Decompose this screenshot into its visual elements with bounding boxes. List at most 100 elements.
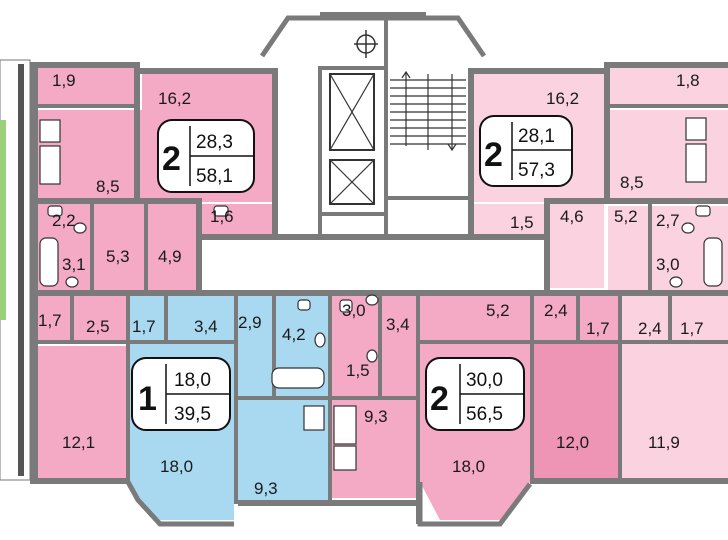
wall: [530, 290, 534, 484]
stove: [303, 405, 325, 431]
room-area: 1,7: [586, 319, 610, 338]
toilet: [73, 222, 87, 234]
room-area: 11,9: [648, 433, 680, 452]
wall: [38, 340, 126, 344]
room-area: 8,5: [96, 177, 120, 196]
wall-bottom: [238, 500, 416, 506]
room-area: 2,4: [638, 319, 662, 338]
core-wall: [318, 212, 384, 216]
bay-window-left: [125, 480, 234, 527]
room-fill: [200, 204, 272, 234]
wall: [126, 290, 130, 484]
wall: [468, 68, 474, 240]
badge-living-area: 30,0: [466, 370, 503, 391]
room-area: 3,0: [656, 255, 680, 274]
room-fill: [94, 204, 146, 290]
toilet: [669, 276, 683, 288]
bathtub-icon: [39, 237, 723, 389]
toilet-icon: [65, 222, 695, 363]
room-area: 1,9: [52, 71, 76, 90]
room-area: 1,6: [210, 207, 234, 226]
badge-rooms: 2: [484, 136, 503, 174]
wall: [608, 104, 728, 108]
badge-living-area: 28,1: [518, 126, 555, 147]
stove: [39, 119, 61, 143]
garbage-chute-icon: [354, 30, 378, 58]
stair-arrowhead: [401, 70, 411, 79]
badge-total-area: 58,1: [196, 166, 233, 187]
sink: [213, 205, 229, 217]
stove-icon: [39, 117, 707, 471]
wall: [604, 62, 610, 204]
apartment-badge[interactable]: 2 28,3 58,1: [157, 119, 255, 193]
sink: [339, 299, 353, 313]
room-area: 2,7: [656, 211, 680, 230]
wall: [328, 290, 332, 504]
stair-arrowhead: [447, 143, 457, 152]
wall: [548, 198, 728, 204]
wall: [144, 198, 148, 290]
wall: [138, 68, 272, 74]
stair-core: [259, 12, 487, 236]
toilet: [366, 349, 378, 363]
room-fill: [128, 296, 234, 340]
room-fill: [420, 482, 530, 520]
wall: [30, 62, 38, 484]
badge-total-area: 39,5: [174, 404, 211, 425]
stove: [39, 145, 61, 185]
room-area: 4,2: [282, 325, 306, 344]
wall: [196, 198, 202, 294]
room-area: 3,4: [194, 317, 218, 336]
core-wall: [318, 66, 322, 236]
apartment-badge[interactable]: 2 30,0 56,5: [425, 357, 525, 431]
room-area: 5,3: [106, 247, 130, 266]
stove: [333, 445, 357, 471]
room-area: 16,2: [546, 89, 579, 108]
toilet: [314, 332, 326, 348]
core-wall: [318, 66, 384, 70]
wall: [332, 396, 416, 400]
room-area: 2,4: [544, 301, 568, 320]
wall: [530, 478, 728, 484]
elevator-cross: [329, 73, 375, 151]
badge-total-area: 57,3: [518, 160, 555, 181]
toilet: [65, 276, 79, 288]
room-area: 5,2: [486, 301, 510, 320]
wall: [272, 68, 278, 240]
wall: [30, 478, 128, 484]
room-area: 12,0: [556, 433, 589, 452]
sink: [297, 299, 311, 311]
wall: [134, 62, 140, 204]
sink: [695, 205, 711, 217]
walls: [30, 62, 728, 524]
wall: [30, 198, 198, 204]
stove: [685, 143, 707, 183]
stove: [685, 117, 707, 141]
room-area: 12,1: [62, 433, 95, 452]
wall: [164, 296, 168, 340]
elevator-shaft-icon: [329, 73, 375, 205]
apartment-badge[interactable]: 1 18,0 39,5: [131, 357, 231, 431]
bay-window-center: [417, 482, 532, 527]
wall: [416, 290, 420, 524]
room-area: 1,7: [680, 319, 704, 338]
room-area: 16,2: [158, 89, 191, 108]
badge-living-area: 28,3: [196, 132, 233, 153]
wall: [90, 198, 94, 290]
room-area: 8,5: [620, 173, 644, 192]
badge-frame: [479, 115, 573, 187]
room-fill: [38, 296, 126, 340]
apartment-badge[interactable]: 2 28,1 57,3: [479, 115, 573, 187]
balcony-green-strip: [0, 120, 6, 320]
badge-total-area: 56,5: [466, 404, 503, 425]
wall: [128, 340, 234, 344]
wall: [198, 234, 548, 240]
badge-rooms: 1: [138, 380, 157, 418]
wall: [618, 290, 622, 484]
room-area: 1,7: [132, 317, 156, 336]
room-fill: [608, 110, 728, 204]
room-fill: [420, 296, 530, 342]
room-fill: [128, 482, 234, 520]
